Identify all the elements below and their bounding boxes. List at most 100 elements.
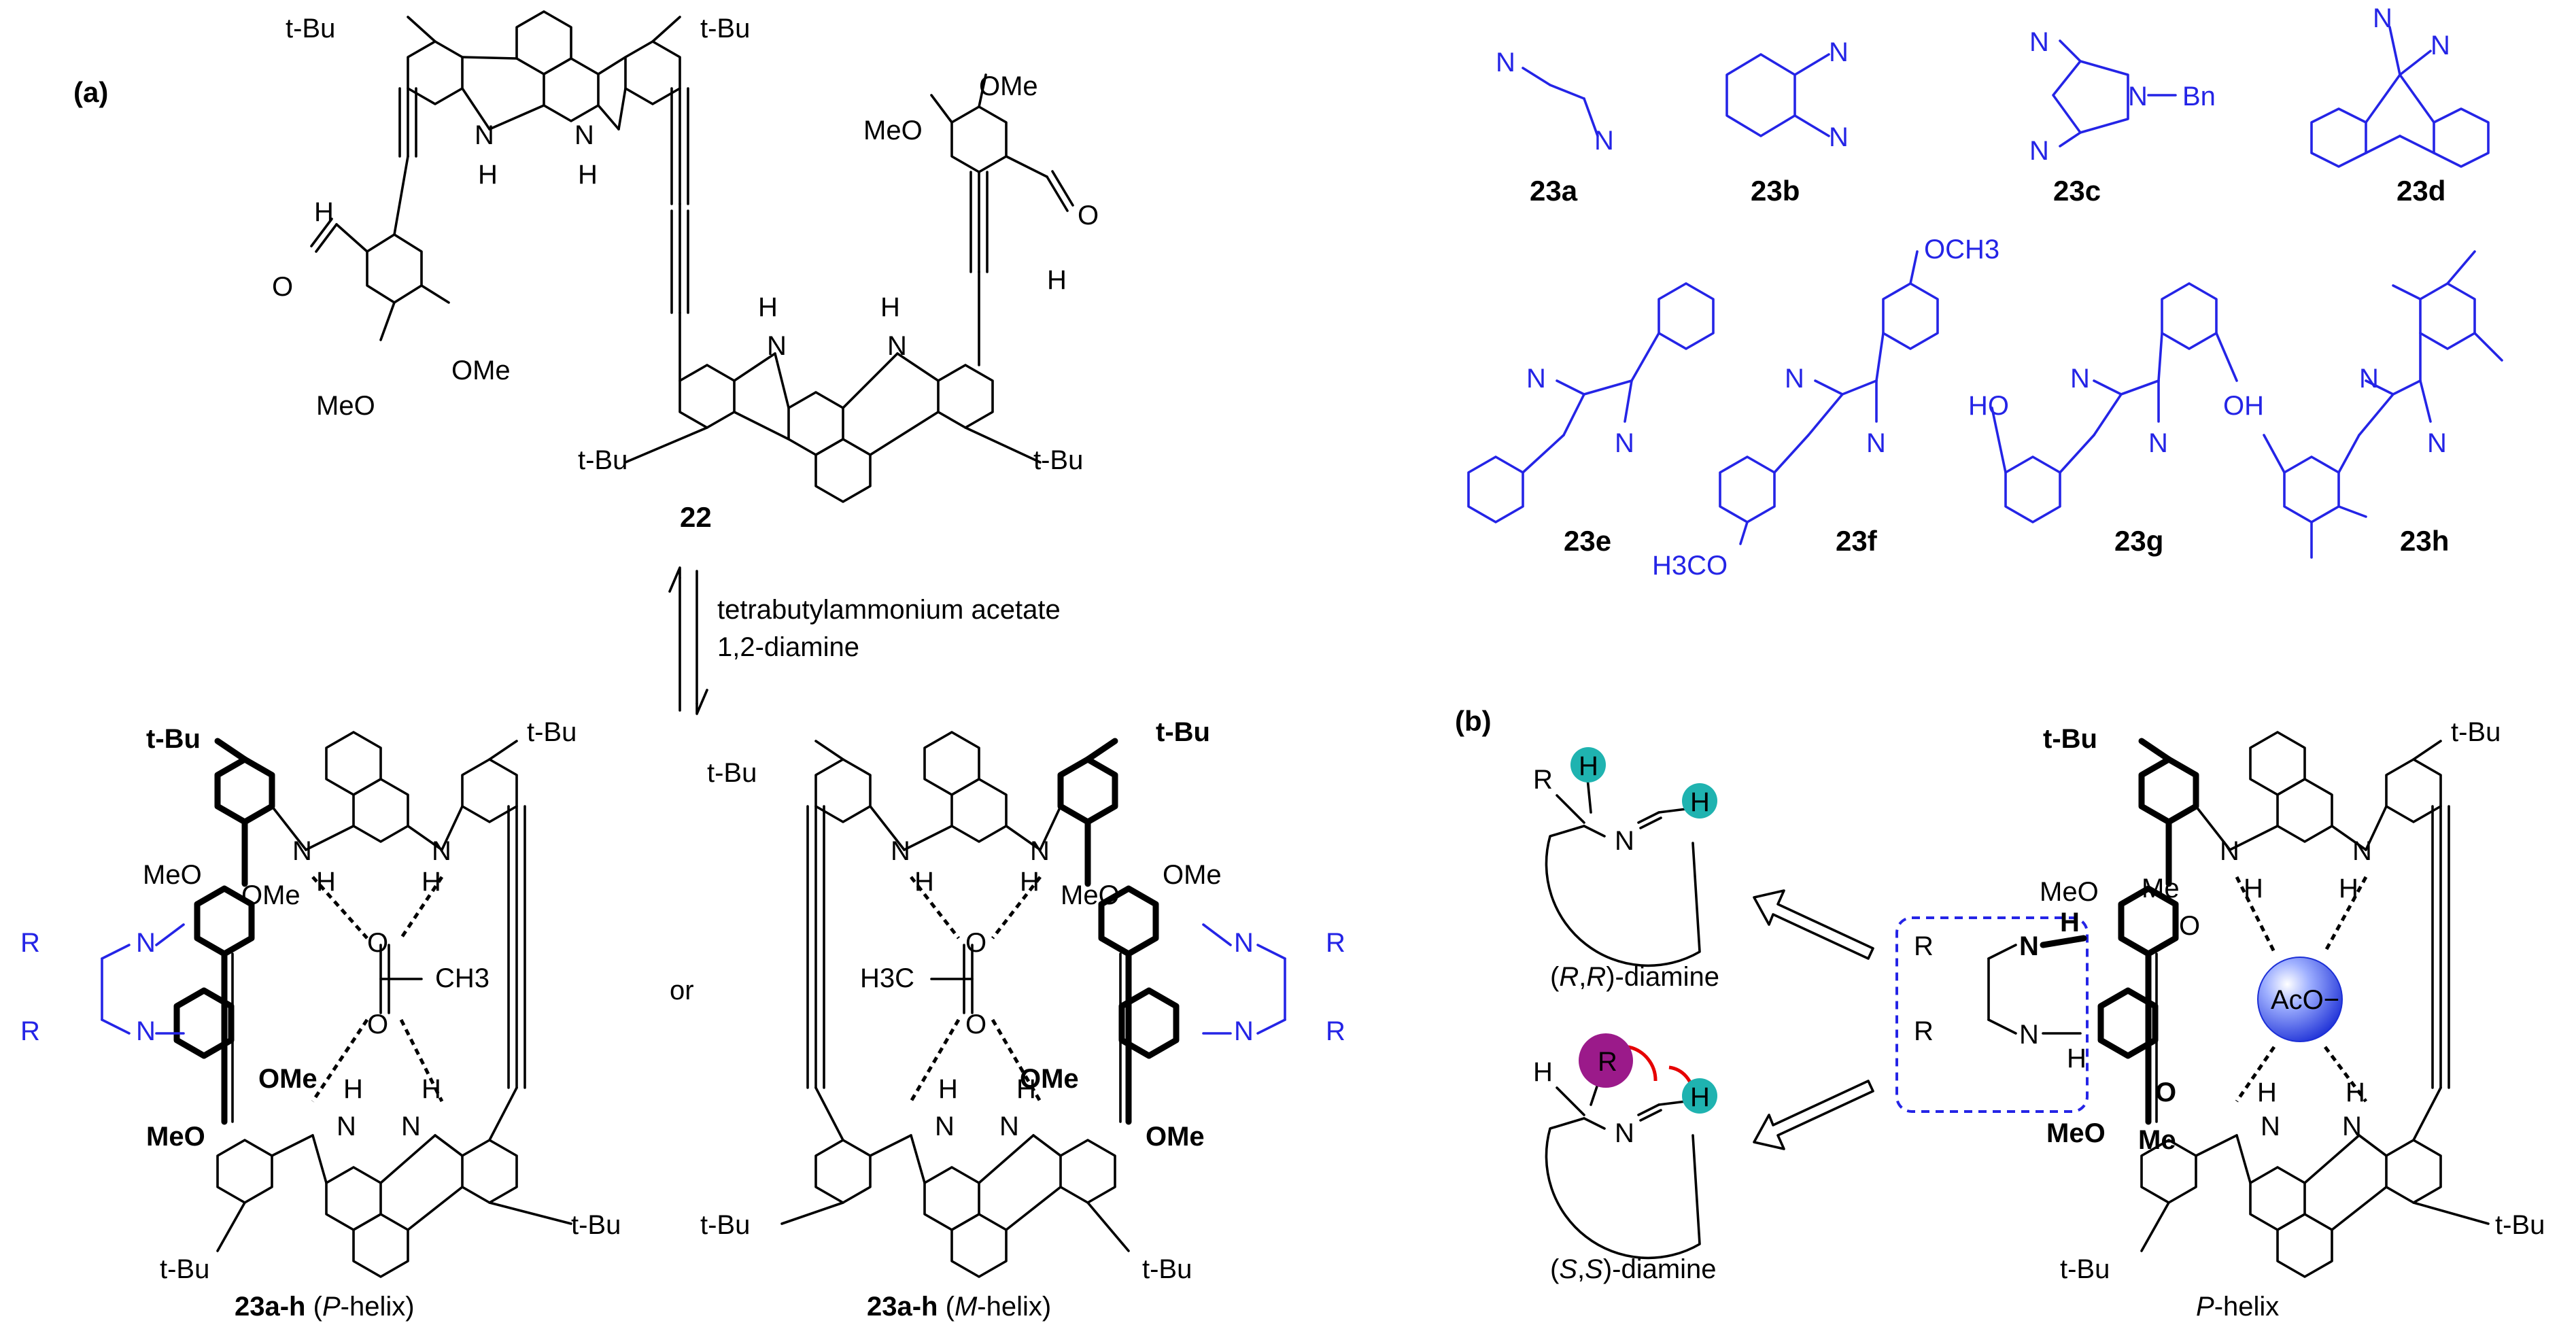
nh-n-label: N <box>887 331 907 361</box>
nh-h-label: H <box>2339 874 2358 904</box>
r-group-label: R <box>20 1016 40 1046</box>
nh-n-label: N <box>935 1112 955 1141</box>
label-separator: , <box>1579 962 1586 992</box>
tbu-label: t-Bu <box>578 445 628 475</box>
nh-h-label: H <box>316 867 336 897</box>
rr-diamine-label: (R,R)-diamine <box>1550 962 1719 992</box>
panel-b-helix-label: P-helix <box>2196 1292 2279 1322</box>
tbu-label: t-Bu <box>160 1254 209 1284</box>
imine-h-label: H <box>2060 908 2080 937</box>
r-group-label: R <box>1598 1047 1617 1077</box>
label-helix-suffix: -helix <box>2214 1292 2280 1322</box>
ome-label: OMe <box>258 1064 317 1094</box>
amine-n-label: N <box>2029 136 2049 166</box>
reagent-2-label: 1,2-diamine <box>717 632 859 662</box>
meo-label: MeO <box>146 1122 205 1152</box>
diamine-23f-structure <box>1719 250 1939 545</box>
amine-n-label: N <box>1829 37 1849 67</box>
h-atom-label: H <box>1533 1057 1553 1087</box>
diamine-23h-label: 23h <box>2400 525 2449 557</box>
product-m-helix-label: 23a-h (M-helix) <box>867 1292 1051 1322</box>
nh-n-label: N <box>891 836 910 866</box>
ome-label: OMe <box>451 356 511 385</box>
acetate-o-label: O <box>367 928 388 958</box>
amine-n-label: N <box>1829 122 1849 152</box>
nh-h-label: H <box>2346 1078 2365 1107</box>
benzyl-label: Bn <box>2182 82 2216 111</box>
r-group-label: R <box>20 928 40 958</box>
nh-h-label: H <box>2257 1078 2277 1107</box>
nh-h-label: H <box>758 292 778 322</box>
r-group-label: R <box>1326 1016 1345 1046</box>
nh-h-label: H <box>343 1074 363 1104</box>
nh-n-label: N <box>401 1112 421 1141</box>
nh-h-label: H <box>422 1074 441 1104</box>
diamine-23e-label: 23e <box>1564 525 1611 557</box>
ome-label: OMe <box>1020 1064 1079 1094</box>
nh-n-label: N <box>2261 1112 2280 1141</box>
diamine-23f-label: 23f <box>1836 525 1878 557</box>
tbu-label: t-Bu <box>571 1210 621 1240</box>
diamine-23b-label: 23b <box>1751 175 1800 207</box>
label-separator: , <box>1577 1254 1585 1284</box>
imine-n-label: N <box>136 928 156 958</box>
diamine-23h-structure <box>2263 250 2503 559</box>
amine-n-label: N <box>1496 48 1515 78</box>
imine-n-label: N <box>1234 1016 1254 1046</box>
diamine-23c-structure <box>2052 39 2177 148</box>
amine-n-label: N <box>2427 428 2447 458</box>
nh-n-label: N <box>1030 836 1050 866</box>
nh-n-label: N <box>574 120 594 150</box>
nh-n-label: N <box>475 120 494 150</box>
or-label: or <box>670 976 694 1005</box>
left-aldehyde-arm <box>310 155 450 341</box>
label-open-paren: ( <box>306 1292 323 1322</box>
tbu-label: t-Bu <box>286 14 335 44</box>
nh-h-label: H <box>422 867 441 897</box>
nh-n-label: N <box>337 1112 356 1141</box>
helix-letter: M <box>955 1292 978 1322</box>
compound-22-label: 22 <box>680 501 712 533</box>
meo-label: MeO <box>143 860 202 890</box>
acetate-o-label: O <box>367 1010 388 1039</box>
product-p-helix-structure <box>101 731 572 1278</box>
r-group-purple-ball <box>1579 1033 1633 1088</box>
diamine-23a-label: 23a <box>1530 175 1578 207</box>
label-open-paren: ( <box>1550 962 1560 992</box>
meo-label: MeO <box>1061 880 1120 910</box>
amine-n-label: N <box>1866 428 1886 458</box>
nh-h-label: H <box>2244 874 2263 904</box>
imine-n-label: N <box>2019 931 2039 961</box>
tbu-label: t-Bu <box>2060 1254 2110 1284</box>
methoxy-och3-label: OCH3 <box>1924 235 1999 264</box>
nh-n-label: N <box>767 331 787 361</box>
panel-b-p-helix-structure <box>1987 731 2490 1278</box>
acetate-h3c-label: H3C <box>860 963 914 993</box>
imine-n-label: N <box>1615 1118 1634 1148</box>
meo-label: MeO <box>2040 877 2099 907</box>
tbu-label: t-Bu <box>700 1210 750 1240</box>
r-group-label: R <box>1914 931 1934 961</box>
product-compound-label: 23a-h <box>867 1292 938 1322</box>
amine-n-label: N <box>1594 126 1614 156</box>
hydroxyl-oh-label: OH <box>2223 391 2264 421</box>
aldehyde-h-label: H <box>1047 265 1067 295</box>
nh-h-label: H <box>1020 867 1040 897</box>
h-atom-teal-ball <box>1682 783 1717 819</box>
h-atom-teal-ball <box>1570 747 1606 782</box>
panel-b-letter: (b) <box>1455 705 1492 737</box>
aldehyde-o-label: O <box>1078 201 1099 230</box>
equilibrium-arrows <box>668 566 708 715</box>
bottom-carbazole-core <box>624 271 1042 503</box>
imine-n-label: N <box>1615 826 1634 856</box>
label-helix-suffix: -helix) <box>341 1292 415 1322</box>
ome-label: OMe <box>1163 860 1222 890</box>
meo-label: MeO <box>863 116 923 145</box>
diamine-23b-structure <box>1725 53 1830 137</box>
imine-n-label: N <box>1234 928 1254 958</box>
nh-h-label: H <box>880 292 900 322</box>
aldehyde-o-label: O <box>272 272 293 302</box>
amine-n-label: N <box>2029 27 2049 57</box>
reagent-1-label: tetrabutylammonium acetate <box>717 595 1061 625</box>
compound-22-structure: t-Bu t-Bu N H N H H O OMe MeO <box>272 10 1099 503</box>
